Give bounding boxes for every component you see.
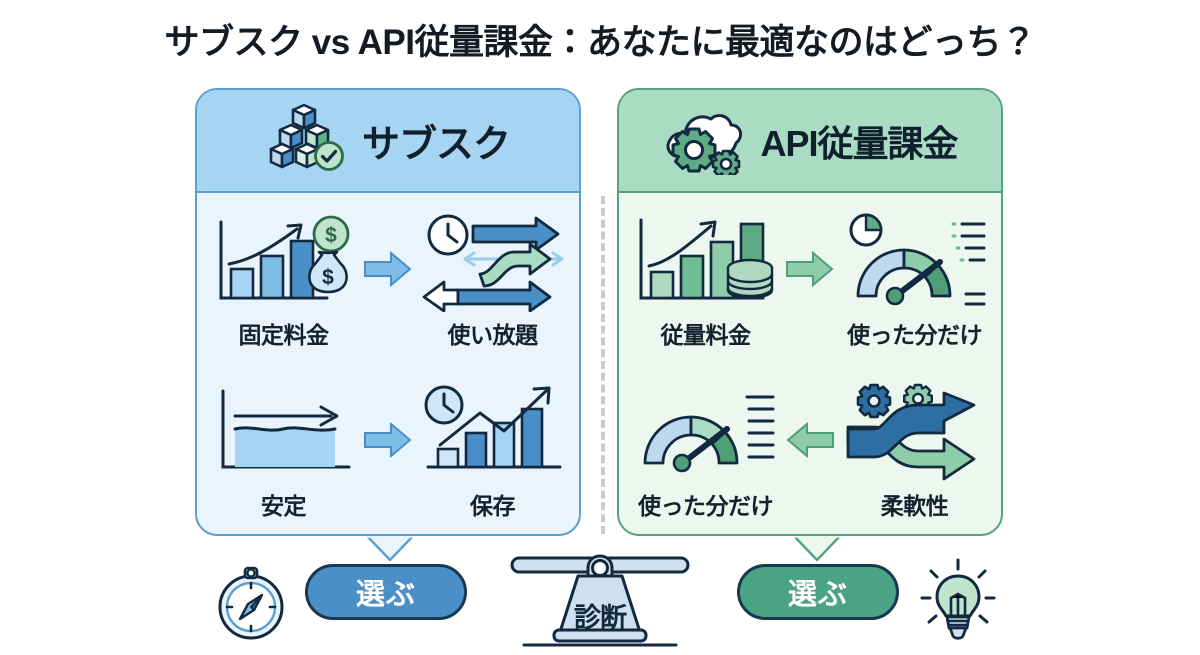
panel-api-body: 従量料金	[619, 193, 1001, 534]
panel-subscription[interactable]: サブスク	[195, 88, 581, 562]
choose-api-label: 選ぶ	[787, 579, 848, 611]
panel-api-header: API従量課金	[619, 90, 1001, 193]
arrow-right-icon	[785, 251, 835, 288]
arrow-left-icon	[785, 421, 835, 458]
bar-chart-coins-icon	[631, 210, 781, 314]
panel-subscription-bubble-tail	[365, 534, 415, 562]
feature-pay-as-you-go-2[interactable]: 使った分だけ	[631, 381, 781, 521]
panel-subscription-header: サブスク	[197, 90, 579, 193]
clock-bidirectional-arrows-icon	[418, 210, 568, 314]
clock-growth-chart-icon	[418, 381, 568, 485]
panel-api-row-2: 使った分だけ	[619, 364, 1001, 535]
feature-unlimited-use[interactable]: 使い放題	[418, 210, 568, 350]
panel-api-title: API従量課金	[760, 122, 958, 164]
feature-label: 使い放題	[447, 322, 539, 349]
arrow-right-icon	[363, 421, 413, 458]
panel-subscription-row-2: 安定	[197, 364, 579, 535]
choose-subscription-label: 選ぶ	[355, 579, 416, 611]
svg-text:$: $	[325, 224, 337, 247]
gauge-pie-icon	[840, 210, 990, 314]
feature-stability[interactable]: 安定	[209, 381, 359, 521]
flat-water-level-icon	[209, 381, 359, 485]
panel-divider	[601, 196, 605, 534]
feature-label: 柔軟性	[880, 492, 949, 519]
panel-subscription-title: サブスク	[361, 124, 511, 166]
feature-label: 使った分だけ	[638, 492, 774, 519]
feature-label: 使った分だけ	[847, 322, 983, 349]
feature-label: 固定料金	[238, 322, 330, 349]
balance-scale-icon	[508, 546, 692, 655]
cloud-gears-icon	[662, 101, 746, 180]
feature-usage-price[interactable]: 従量料金	[631, 210, 781, 350]
panel-subscription-body: $ $ 固定料金	[197, 193, 579, 534]
feature-label: 保存	[470, 492, 516, 519]
choose-api-button[interactable]: 選ぶ	[737, 564, 899, 620]
feature-label: 従量料金	[660, 322, 752, 349]
arrow-right-icon	[363, 251, 413, 288]
panel-subscription-row-1: $ $ 固定料金	[197, 193, 579, 364]
feature-label: 安定	[261, 492, 307, 519]
panel-api-usage-based[interactable]: API従量課金	[617, 88, 1003, 562]
bottom-bar: 選ぶ 診断 選ぶ	[0, 552, 1200, 654]
gauge-icon	[631, 381, 781, 485]
stacked-cubes-check-icon	[266, 101, 348, 180]
panel-api-row-1: 従量料金	[619, 193, 1001, 364]
panel-api-bubble-tail	[792, 534, 842, 562]
svg-text:$: $	[322, 266, 334, 289]
page-title: サブスク vs API従量課金：あなたに最適なのはどっち？	[164, 23, 1036, 62]
compass-icon	[212, 562, 290, 647]
balance-scale-label: 診断	[574, 603, 627, 633]
lightbulb-icon	[920, 558, 996, 651]
feature-retention[interactable]: 保存	[418, 381, 568, 521]
choose-subscription-button[interactable]: 選ぶ	[305, 564, 467, 620]
gears-crossing-arrows-icon	[840, 381, 990, 485]
feature-pay-as-you-go-1[interactable]: 使った分だけ	[840, 210, 990, 350]
feature-fixed-price[interactable]: $ $ 固定料金	[209, 210, 359, 350]
feature-flexibility[interactable]: 柔軟性	[840, 381, 990, 521]
bar-chart-money-icon: $ $	[209, 210, 359, 314]
